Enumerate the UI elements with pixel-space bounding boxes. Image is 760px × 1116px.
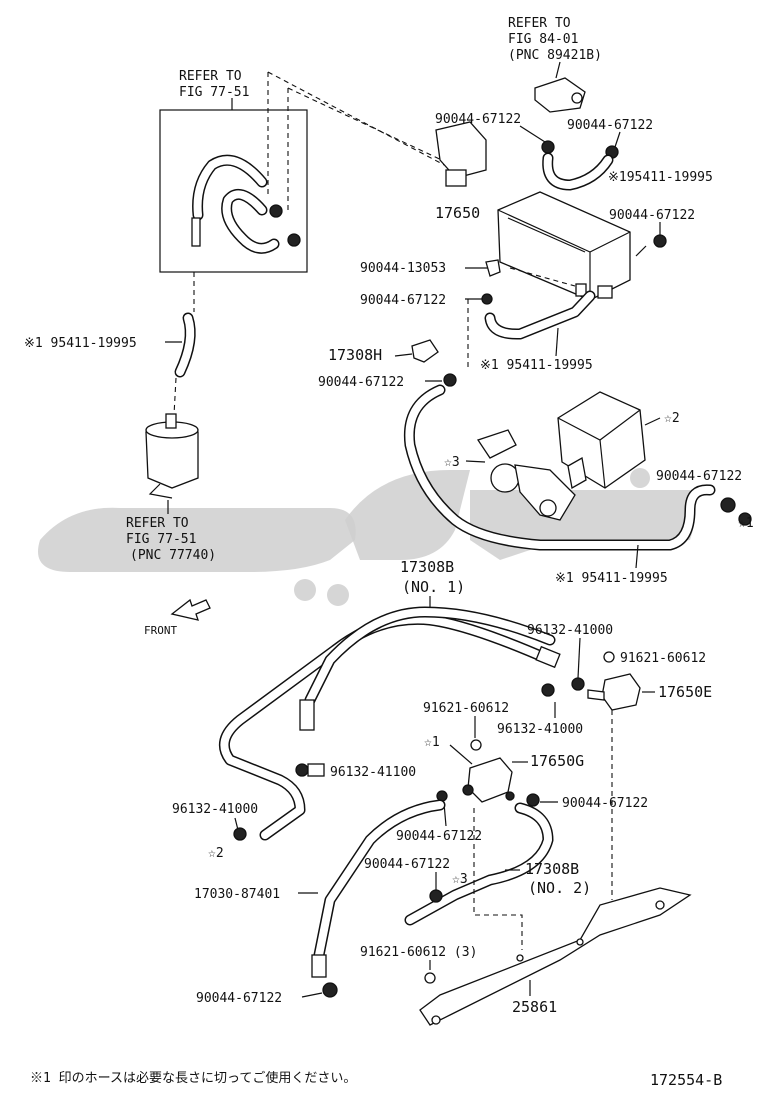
label-91621-bottom: 91621-60612 (3) xyxy=(360,945,477,960)
label-clamp-90044-center: 90044-67122 xyxy=(396,829,482,844)
label-clip-96132-left: 96132-41000 xyxy=(172,802,258,817)
label-17308b-no1-sub: (NO. 1) xyxy=(402,578,465,596)
label-clamp-top-right: 90044-67122 xyxy=(567,118,653,133)
label-17650: 17650 xyxy=(435,204,480,222)
label-clamp-canister: 90044-67122 xyxy=(609,208,695,223)
label-clamp-right: 90044-67122 xyxy=(656,469,742,484)
label-hose-lower-right: ※1 95411-19995 xyxy=(555,571,668,586)
label-17308h: 17308H xyxy=(328,346,382,364)
charcoal-canister xyxy=(497,191,631,301)
refer-bottom-line2: FIG 77-51 xyxy=(126,532,196,547)
label-star2-top: ☆2 xyxy=(664,411,680,426)
refer-box-line2: FIG 77-51 xyxy=(179,85,249,100)
fuel-filter xyxy=(145,413,199,499)
refer-box xyxy=(159,109,308,273)
label-clamp-mid: 90044-67122 xyxy=(360,293,446,308)
vsv-17650g xyxy=(462,757,515,803)
refer-box-group: REFER TO FIG 77-51 xyxy=(159,69,308,312)
label-clip-96132-top: 96132-41000 xyxy=(527,623,613,638)
label-17308b-no1: 17308B xyxy=(400,558,454,576)
air-filter-box xyxy=(557,391,646,490)
figure-id: 172554-B xyxy=(650,1071,722,1089)
sensor-top xyxy=(534,77,586,113)
refer-top-line2: FIG 84-01 xyxy=(508,32,578,47)
label-17308b-no2: 17308B xyxy=(525,860,579,878)
label-17650e: 17650E xyxy=(658,683,712,701)
label-clamp-90044-right: 90044-67122 xyxy=(562,796,648,811)
label-17030: 17030-87401 xyxy=(194,887,280,902)
label-clamp-left-mid: 90044-67122 xyxy=(318,375,404,390)
footnote: ※1 印のホースは必要な長さに切ってご使用ください。 xyxy=(30,1070,356,1086)
label-hose-top-right: ※195411-19995 xyxy=(608,170,713,185)
label-91621-mid: 91621-60612 xyxy=(423,701,509,716)
label-star1-right: ☆1 xyxy=(738,516,754,531)
label-clamp-bottom: 90044-67122 xyxy=(196,991,282,1006)
valve-assembly xyxy=(476,429,576,521)
label-91621-top: 91621-60612 xyxy=(620,651,706,666)
label-front: FRONT xyxy=(144,624,177,637)
vsv-17650e xyxy=(587,673,641,711)
label-hose-left: ※1 95411-19995 xyxy=(24,336,137,351)
label-13053: 90044-13053 xyxy=(360,261,446,276)
label-star1-mid: ☆1 xyxy=(424,735,440,750)
refer-bottom-line3: (PNC 77740) xyxy=(130,548,216,563)
label-clip-96132-41100: 96132-41100 xyxy=(330,765,416,780)
bracket-25861 xyxy=(419,887,692,1026)
refer-top-line3: (PNC 89421B) xyxy=(508,48,602,63)
label-17308b-no2-sub: (NO. 2) xyxy=(528,879,591,897)
refer-top-line1: REFER TO xyxy=(508,16,571,31)
label-hose-mid: ※1 95411-19995 xyxy=(480,358,593,373)
label-star2-left: ☆2 xyxy=(208,846,224,861)
label-clamp-90044-lower: 90044-67122 xyxy=(364,857,450,872)
label-17650g: 17650G xyxy=(530,752,584,770)
refer-box-line1: REFER TO xyxy=(179,69,242,84)
refer-bottom-line1: REFER TO xyxy=(126,516,189,531)
front-arrow xyxy=(170,598,211,621)
label-star3-top: ☆3 xyxy=(444,455,460,470)
label-clamp-top-left: 90044-67122 xyxy=(435,112,521,127)
label-star3-lower: ☆3 xyxy=(452,872,468,887)
label-clip-96132-mid: 96132-41000 xyxy=(497,722,583,737)
vsv-17650 xyxy=(435,121,487,187)
label-25861: 25861 xyxy=(512,998,557,1016)
